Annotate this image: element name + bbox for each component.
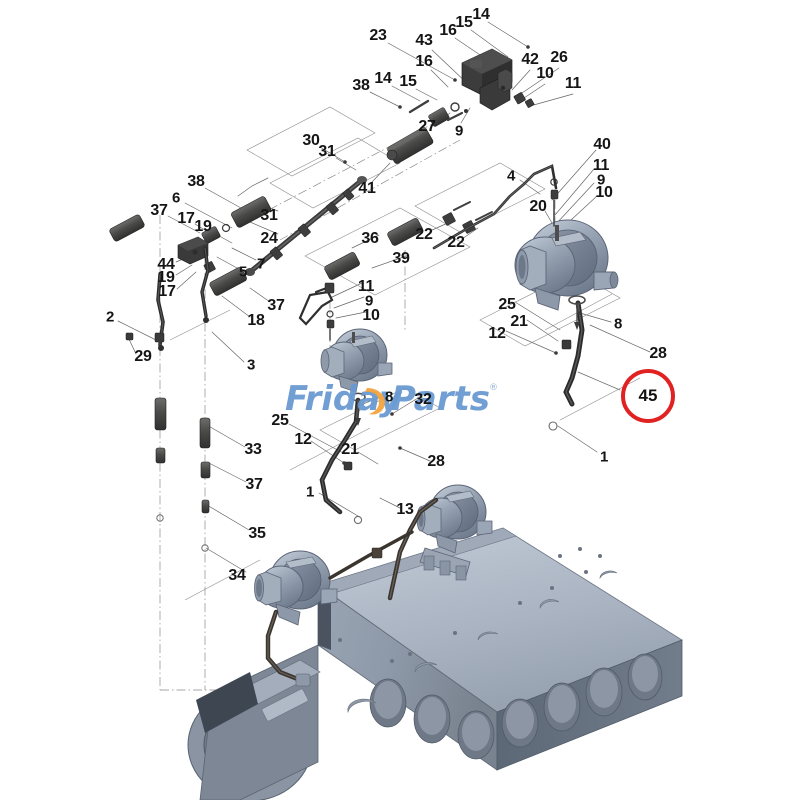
- callout-number-32: 32: [414, 391, 432, 408]
- callout-number-21: 21: [341, 441, 359, 458]
- callout-number-5: 5: [238, 263, 248, 281]
- callout-number-20: 20: [529, 198, 547, 215]
- callout-number-15: 15: [399, 73, 417, 90]
- callout-number-27: 27: [418, 118, 436, 135]
- leader-endpoint-dots: [126, 45, 582, 465]
- callout-number-31: 31: [260, 207, 278, 224]
- callout-number-34: 34: [228, 567, 246, 584]
- callout-number-11: 11: [592, 157, 610, 174]
- callout-number-9: 9: [596, 171, 606, 189]
- callout-number-10: 10: [536, 65, 554, 82]
- highlight-number: 45: [638, 386, 658, 405]
- callout-number-25: 25: [271, 412, 289, 429]
- callout-number-1: 1: [305, 483, 315, 501]
- callout-number-38: 38: [187, 173, 205, 190]
- callout-number-37: 37: [267, 297, 285, 314]
- callout-number-37: 37: [245, 476, 263, 493]
- callout-number-40: 40: [593, 136, 611, 153]
- callout-number-16: 16: [415, 53, 433, 70]
- callout-number-16: 16: [439, 22, 457, 39]
- callout-number-10: 10: [362, 307, 380, 324]
- callout-number-19: 19: [194, 218, 212, 235]
- callout-number-31: 31: [318, 143, 336, 160]
- callout-number-43: 43: [415, 32, 433, 49]
- callout-number-22: 22: [447, 234, 465, 251]
- callout-number-13: 13: [396, 501, 414, 518]
- callout-number-11: 11: [564, 75, 582, 92]
- callout-number-14: 14: [472, 6, 490, 23]
- callout-number-7: 7: [256, 255, 266, 273]
- engine-cylinder-block: [187, 527, 683, 800]
- callout-number-29: 29: [134, 348, 152, 365]
- callout-number-19: 19: [157, 269, 175, 286]
- turbocharger-lower-left: [254, 550, 338, 626]
- callout-number-1: 1: [599, 448, 609, 466]
- highlighted-part-badge-45[interactable]: 45: [621, 369, 675, 423]
- callout-number-33: 33: [244, 441, 262, 458]
- callout-number-17: 17: [158, 283, 176, 300]
- callout-number-21: 21: [510, 313, 528, 330]
- oil-supply-lines: [125, 164, 559, 351]
- callout-number-8: 8: [384, 388, 394, 406]
- callout-number-15: 15: [455, 14, 473, 31]
- callout-number-41: 41: [358, 180, 376, 197]
- callout-number-44: 44: [157, 256, 175, 273]
- callout-number-35: 35: [248, 525, 266, 542]
- callout-number-11: 11: [357, 278, 375, 295]
- callout-number-12: 12: [488, 325, 506, 342]
- callout-number-2: 2: [105, 308, 115, 326]
- callout-number-25: 25: [498, 296, 516, 313]
- callout-number-26: 26: [550, 49, 568, 66]
- callout-number-8: 8: [613, 315, 623, 333]
- callout-number-39: 39: [392, 250, 410, 267]
- callout-number-9: 9: [454, 122, 464, 140]
- callout-number-17: 17: [177, 210, 195, 227]
- callout-number-12: 12: [294, 431, 312, 448]
- callout-number-38: 38: [352, 77, 370, 94]
- callout-number-4: 4: [506, 167, 516, 185]
- callout-number-14: 14: [374, 70, 392, 87]
- callout-number-9: 9: [364, 292, 374, 310]
- callout-number-30: 30: [302, 132, 320, 149]
- callout-number-28: 28: [427, 453, 445, 470]
- turbocharger-middle-left: [320, 328, 393, 393]
- callout-number-42: 42: [521, 51, 539, 68]
- callout-number-10: 10: [595, 184, 613, 201]
- turbocharger-lower-middle: [416, 484, 493, 581]
- assembly-locator-frames: [169, 106, 641, 601]
- callout-number-6: 6: [171, 189, 181, 207]
- callout-number-3: 3: [246, 356, 256, 374]
- callout-number-22: 22: [415, 226, 433, 243]
- callout-number-28: 28: [649, 345, 667, 362]
- callout-number-23: 23: [369, 27, 387, 44]
- long-fuel-rail-tube: [245, 176, 367, 276]
- callout-number-36: 36: [361, 230, 379, 247]
- oil-drain-hoses: [265, 295, 586, 687]
- callout-number-18: 18: [247, 312, 265, 329]
- callout-number-24: 24: [260, 230, 278, 247]
- vertical-stack-parts: [154, 397, 211, 552]
- turbocharger-upper-right: [514, 219, 619, 311]
- callout-number-37: 37: [150, 202, 168, 219]
- small-fitting-parts: [109, 48, 535, 296]
